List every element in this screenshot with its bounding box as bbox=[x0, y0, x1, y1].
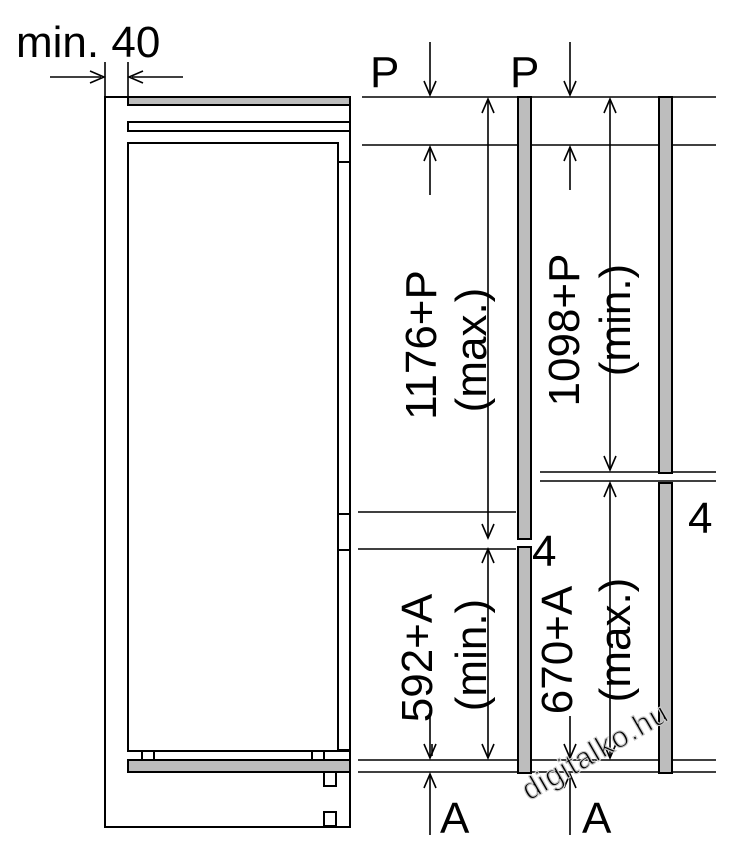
arrow-down-icon bbox=[423, 743, 437, 761]
lower-hinge-strip bbox=[337, 549, 351, 751]
arrow-up-icon bbox=[423, 144, 437, 162]
arrow-up-icon bbox=[603, 480, 617, 498]
reference-lines bbox=[358, 96, 716, 773]
dimension-labels: 1176+P (max.) 1098+P (min.) 592+A (min.)… bbox=[393, 254, 640, 723]
arrow-down-icon bbox=[603, 743, 617, 761]
right-upper-door bbox=[658, 96, 673, 474]
min-gap-label: min. 40 bbox=[16, 18, 160, 67]
right-lower-door bbox=[658, 482, 673, 774]
mid-upper-door bbox=[517, 96, 532, 540]
p-label-right: P bbox=[510, 48, 539, 97]
a-markers: A A bbox=[423, 710, 612, 843]
cabinet-outline bbox=[104, 96, 351, 828]
plinth-block-1 bbox=[323, 771, 337, 787]
arrow-down-icon bbox=[603, 455, 617, 473]
dim-upper-min-value: 1098+P bbox=[540, 254, 589, 407]
top-panel-strip bbox=[127, 96, 351, 106]
arrow-down-icon bbox=[481, 743, 495, 761]
gap-label-right: 4 bbox=[688, 494, 712, 543]
arrow-down-icon bbox=[563, 80, 577, 98]
appliance-body bbox=[104, 96, 351, 828]
arrow-left-icon bbox=[126, 70, 144, 84]
foot-left bbox=[141, 750, 155, 761]
p-markers: P P bbox=[370, 42, 577, 195]
appliance-front bbox=[127, 142, 339, 752]
foot-right bbox=[311, 750, 325, 761]
dim-lower-max-value: 670+A bbox=[533, 585, 582, 714]
upper-hinge-strip bbox=[337, 161, 351, 515]
dim-lower-min-value: 592+A bbox=[393, 593, 442, 722]
dimension-lines bbox=[431, 96, 617, 761]
arrow-up-icon bbox=[563, 144, 577, 162]
gap-label-mid: 4 bbox=[532, 527, 556, 576]
mid-lower-door bbox=[517, 546, 532, 774]
dim-lower-max-note: (max.) bbox=[591, 578, 640, 703]
top-rail bbox=[127, 121, 351, 132]
dim-upper-max-note: (max.) bbox=[447, 288, 496, 413]
arrow-down-icon bbox=[481, 523, 495, 541]
arrow-down-icon bbox=[423, 80, 437, 98]
plinth-panel bbox=[127, 759, 351, 773]
a-label-left: A bbox=[440, 794, 470, 843]
p-label-left: P bbox=[370, 48, 399, 97]
dim-upper-min-note: (min.) bbox=[591, 264, 640, 376]
dim-upper-max-value: 1176+P bbox=[397, 270, 446, 420]
plinth-block-2 bbox=[323, 811, 337, 827]
arrow-up-icon bbox=[423, 771, 437, 789]
min-gap-dimension: min. 40 bbox=[16, 18, 183, 97]
arrow-right-icon bbox=[89, 70, 107, 84]
arrow-up-icon bbox=[481, 96, 495, 114]
a-label-right: A bbox=[582, 794, 612, 843]
arrow-up-icon bbox=[603, 96, 617, 114]
dim-lower-min-note: (min.) bbox=[447, 599, 496, 711]
arrow-up-icon bbox=[563, 771, 577, 789]
door-panels bbox=[517, 96, 673, 774]
arrow-down-icon bbox=[563, 743, 577, 761]
arrow-up-icon bbox=[481, 546, 495, 564]
